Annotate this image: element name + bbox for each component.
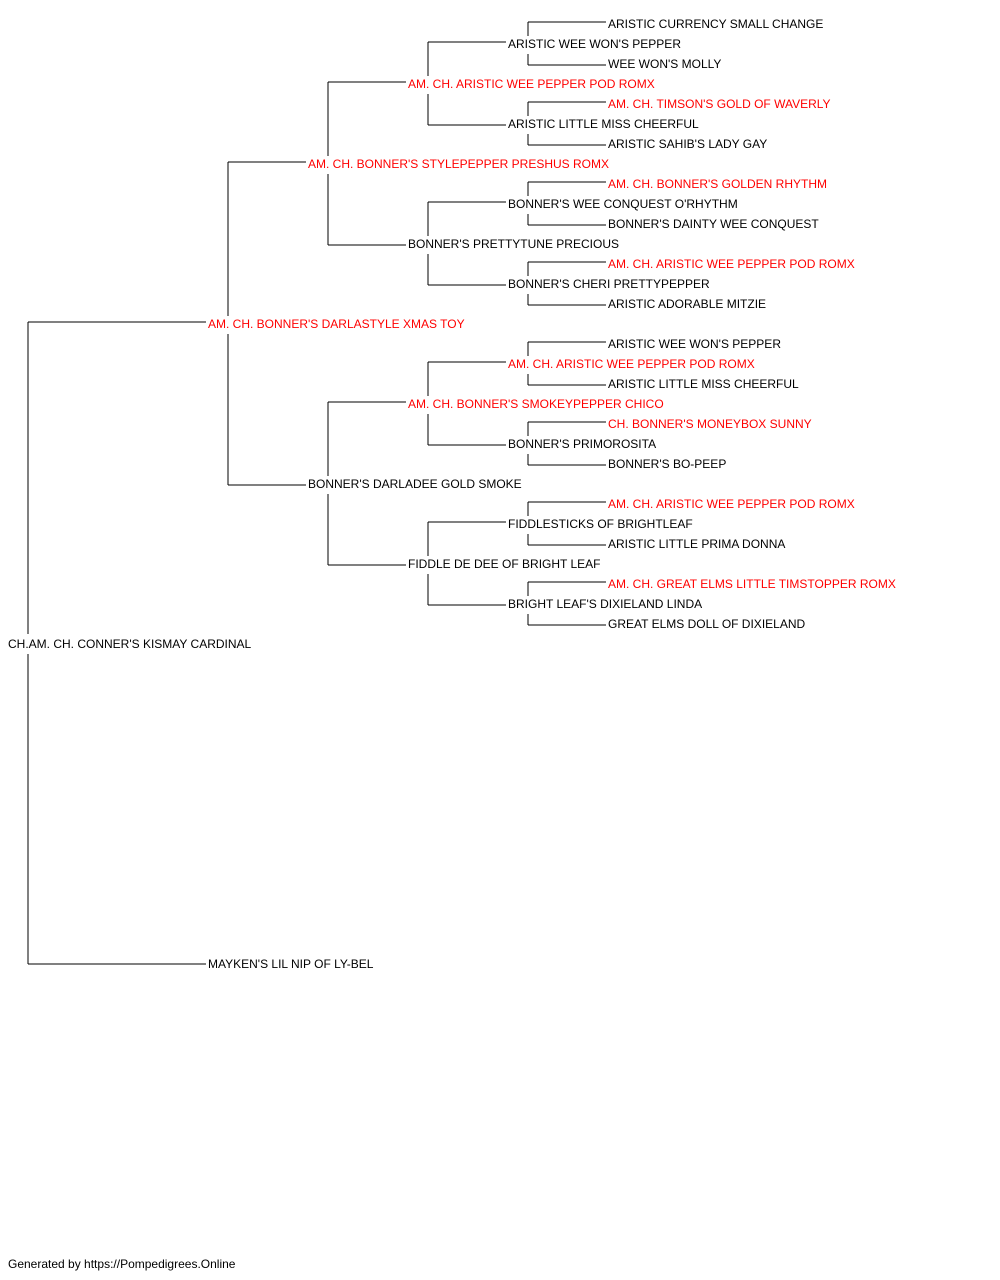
grandparent-name: AM. CH. BONNER'S STYLEPEPPER PRESHUS ROM… xyxy=(308,157,610,171)
gen5-ancestor-name: BONNER'S BO-PEEP xyxy=(608,457,727,471)
gen5-ancestor-name: ARISTIC WEE WON'S PEPPER xyxy=(608,337,781,351)
gen5-ancestor-name: AM. CH. ARISTIC WEE PEPPER POD ROMX xyxy=(608,497,855,511)
gen5-ancestor-name: ARISTIC CURRENCY SMALL CHANGE xyxy=(608,17,824,31)
gen4-ancestor-name: BONNER'S CHERI PRETTYPEPPER xyxy=(508,277,710,291)
subject-dog-name: CH.AM. CH. CONNER'S KISMAY CARDINAL xyxy=(8,637,252,651)
connector-ggp2 xyxy=(427,201,506,286)
grandparent-name: BONNER'S DARLADEE GOLD SMOKE xyxy=(308,477,522,491)
great-grandparent-name: AM. CH. ARISTIC WEE PEPPER POD ROMX xyxy=(408,77,655,91)
gen4-ancestor-name: ARISTIC WEE WON'S PEPPER xyxy=(508,37,681,51)
gen5-ancestor-name: ARISTIC LITTLE PRIMA DONNA xyxy=(608,537,786,551)
great-grandparent-name: FIDDLE DE DEE OF BRIGHT LEAF xyxy=(408,557,601,571)
connector-subject xyxy=(27,321,206,965)
gen4-ancestor-name: ARISTIC LITTLE MISS CHEERFUL xyxy=(508,117,699,131)
connector-g4-3 xyxy=(527,181,606,226)
gen5-ancestor-name: ARISTIC SAHIB'S LADY GAY xyxy=(608,137,768,151)
gen4-ancestor-name: BONNER'S PRIMOROSITA xyxy=(508,437,657,451)
connector-gp2 xyxy=(327,401,406,566)
sire-name: AM. CH. BONNER'S DARLASTYLE XMAS TOY xyxy=(208,317,465,331)
gen5-ancestor-name: GREAT ELMS DOLL OF DIXIELAND xyxy=(608,617,806,631)
gen5-ancestor-name: AM. CH. GREAT ELMS LITTLE TIMSTOPPER ROM… xyxy=(608,577,896,591)
connector-g4-2 xyxy=(527,101,606,146)
great-grandparent-name: BONNER'S PRETTYTUNE PRECIOUS xyxy=(408,237,619,251)
dam-name: MAYKEN'S LIL NIP OF LY-BEL xyxy=(208,957,374,971)
connector-ggp3 xyxy=(427,361,506,446)
connector-g4-8 xyxy=(527,581,606,626)
connector-g4-1 xyxy=(527,21,606,66)
connector-g4-4 xyxy=(527,261,606,306)
connector-g4-7 xyxy=(527,501,606,546)
gen4-ancestor-name: BRIGHT LEAF'S DIXIELAND LINDA xyxy=(508,597,703,611)
gen5-ancestor-name: AM. CH. ARISTIC WEE PEPPER POD ROMX xyxy=(608,257,855,271)
gen5-ancestor-name: ARISTIC ADORABLE MITZIE xyxy=(608,297,767,311)
gen5-ancestor-name: ARISTIC LITTLE MISS CHEERFUL xyxy=(608,377,799,391)
connector-g4-6 xyxy=(527,421,606,466)
gen5-ancestor-name: AM. CH. BONNER'S GOLDEN RHYTHM xyxy=(608,177,827,191)
connector-gp1 xyxy=(327,81,406,246)
gen4-ancestor-name: BONNER'S WEE CONQUEST O'RHYTHM xyxy=(508,197,738,211)
gen5-ancestor-name: BONNER'S DAINTY WEE CONQUEST xyxy=(608,217,819,231)
gen4-ancestor-name: AM. CH. ARISTIC WEE PEPPER POD ROMX xyxy=(508,357,755,371)
connector-ggp1 xyxy=(427,41,506,126)
gen5-ancestor-name: WEE WON'S MOLLY xyxy=(608,57,722,71)
generated-by-footer: Generated by https://Pompedigrees.Online xyxy=(8,1257,236,1271)
great-grandparent-name: AM. CH. BONNER'S SMOKEYPEPPER CHICO xyxy=(408,397,664,411)
gen5-ancestor-name: AM. CH. TIMSON'S GOLD OF WAVERLY xyxy=(608,97,831,111)
connector-ggp4 xyxy=(427,521,506,606)
gen5-ancestor-name: CH. BONNER'S MONEYBOX SUNNY xyxy=(608,417,812,431)
connector-sire xyxy=(227,161,306,486)
gen4-ancestor-name: FIDDLESTICKS OF BRIGHTLEAF xyxy=(508,517,693,531)
connector-g4-5 xyxy=(527,341,606,386)
